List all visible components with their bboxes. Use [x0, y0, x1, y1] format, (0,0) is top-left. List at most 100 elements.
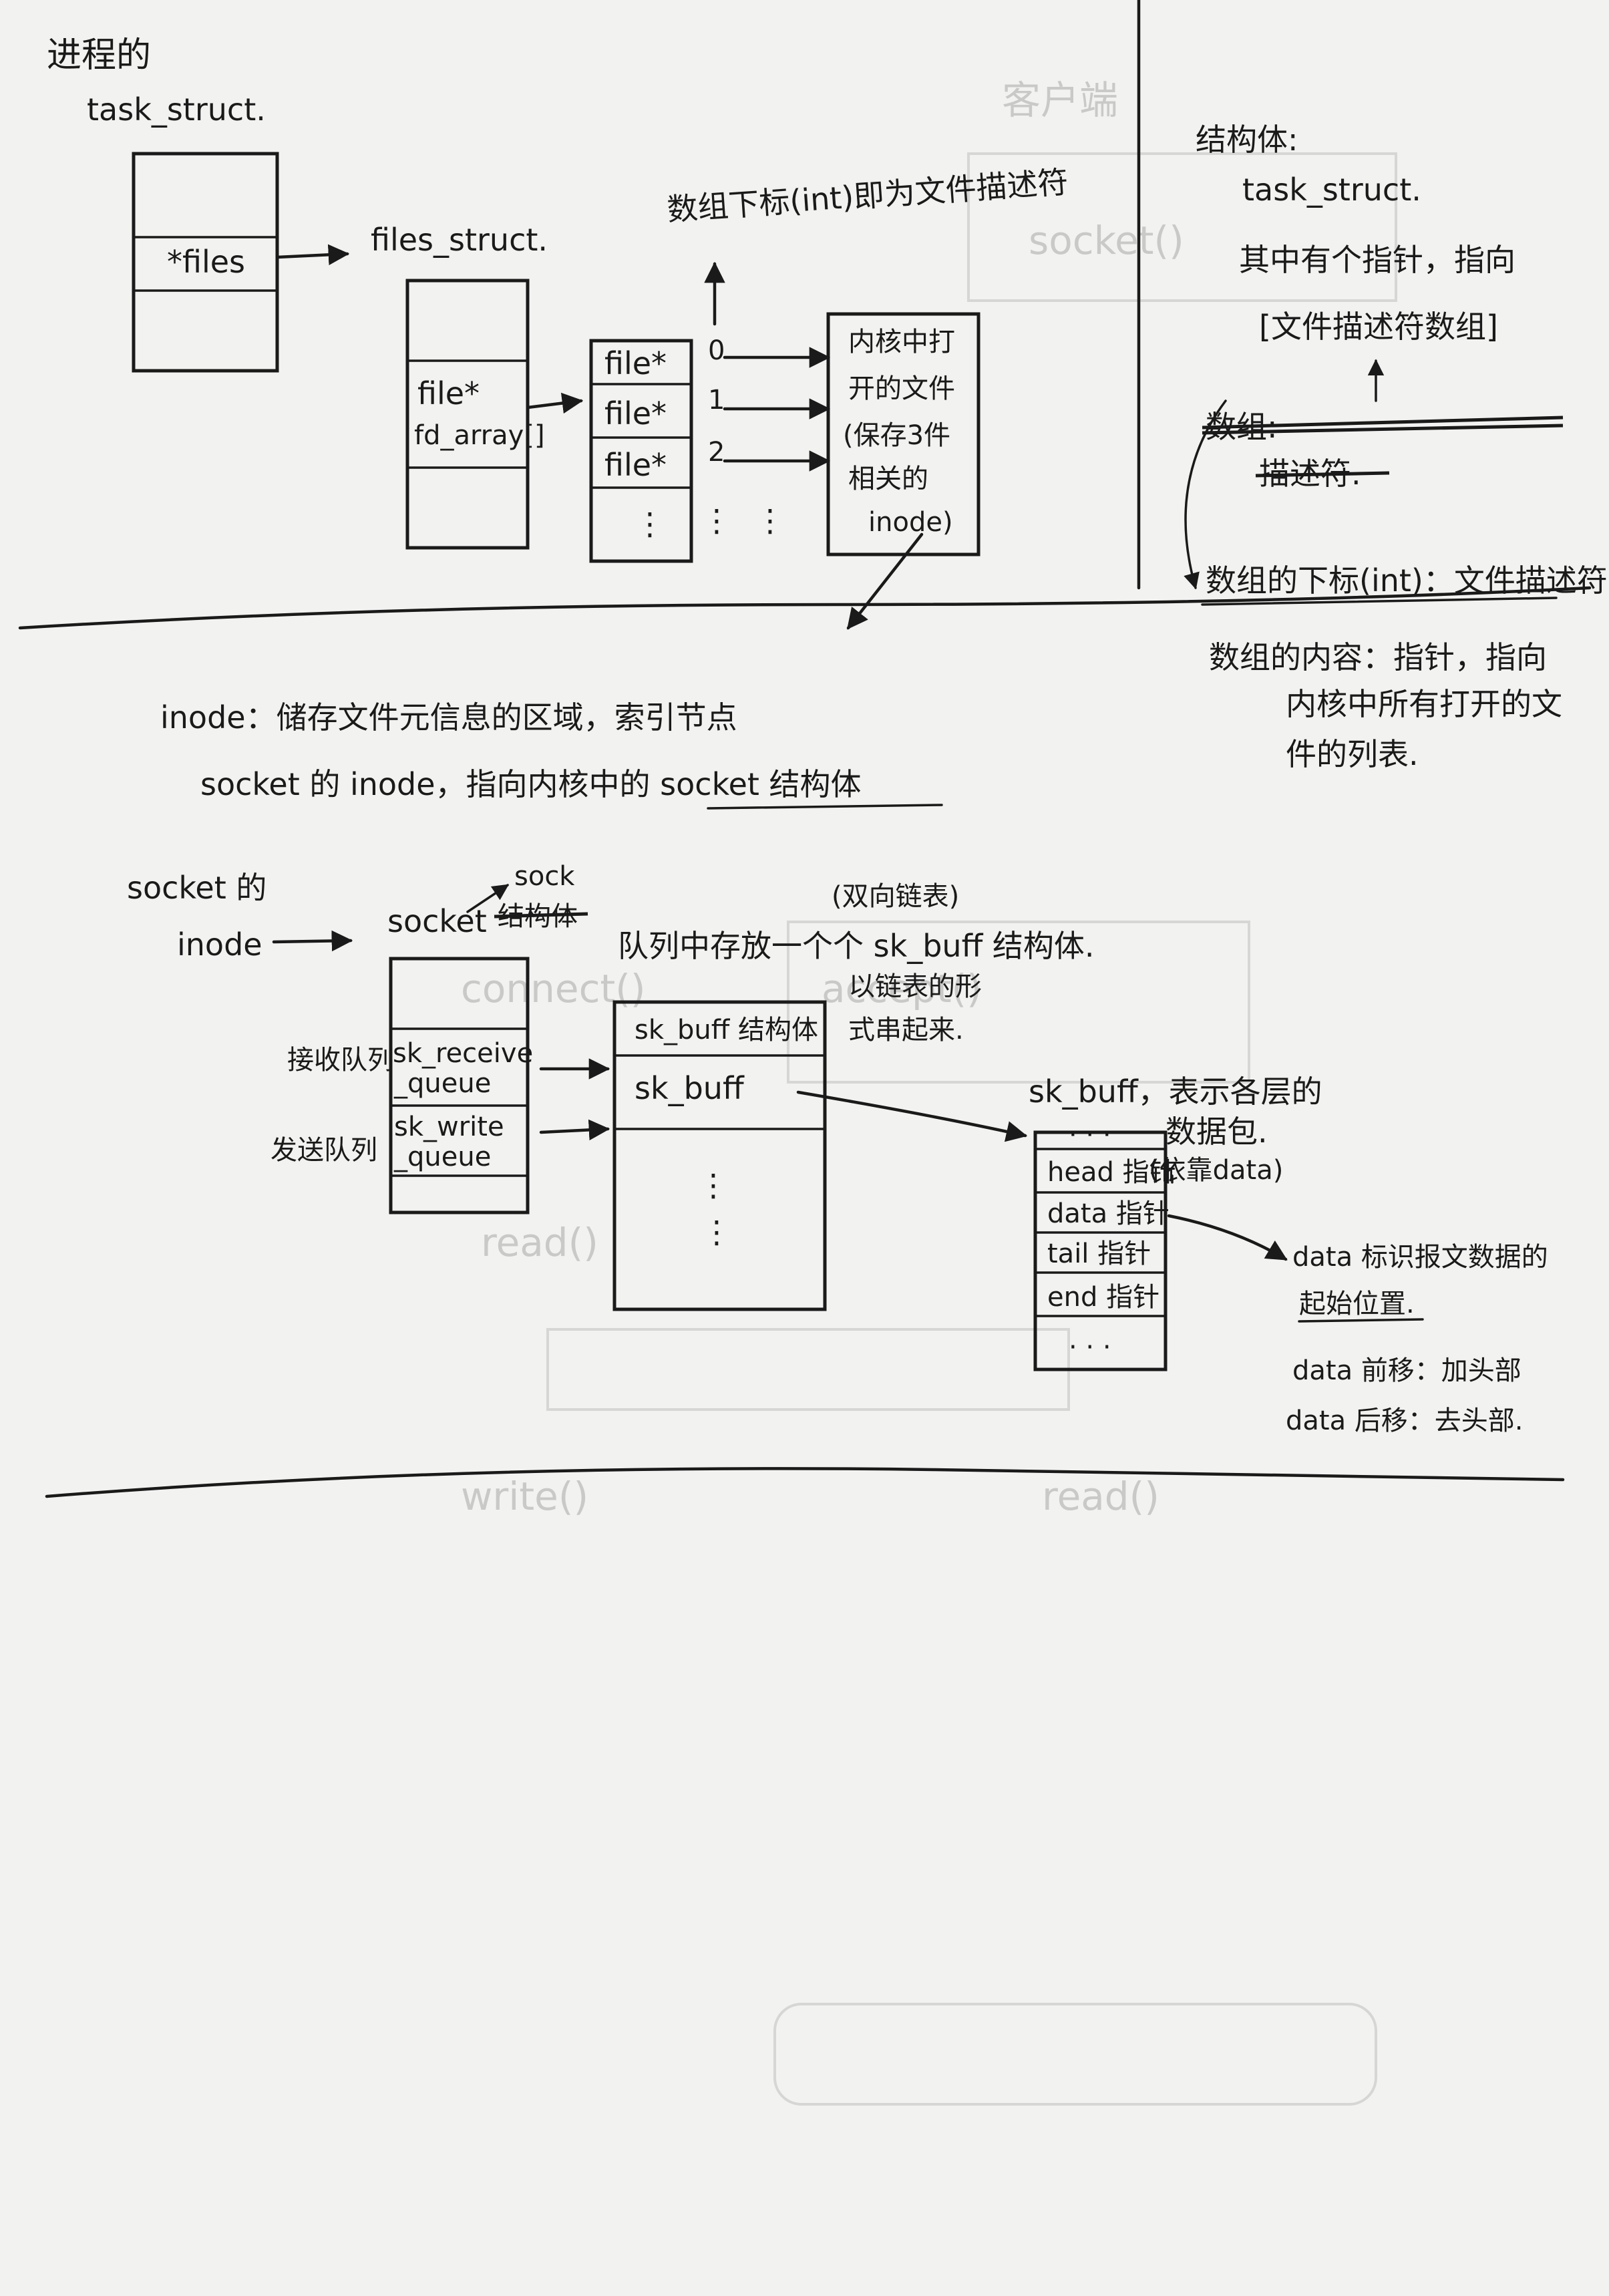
fd-cell-2: file*	[604, 447, 667, 483]
socket-inode-label-2: inode	[177, 927, 262, 963]
divider-top	[18, 586, 1592, 630]
data-note-1: data 标识报文数据的	[1292, 1242, 1548, 1273]
fd-arrow-dots: ⋮	[755, 502, 785, 538]
files-field: *files	[167, 244, 245, 280]
inode-note-1: inode：储存文件元信息的区域，索引节点	[160, 699, 737, 735]
process-title: 进程的	[47, 35, 151, 75]
skbuff-arrow	[796, 1090, 1028, 1142]
fd-index-1: 1	[708, 385, 725, 416]
underline-5	[1201, 597, 1558, 606]
ghost-socket-call: socket()	[1029, 218, 1184, 263]
ghost-connect-call: connect()	[461, 966, 645, 1011]
sock-arrow	[466, 884, 510, 913]
files-struct-section: files_struct. file* fd_array[]	[371, 222, 584, 550]
skbuff-bottom-dots: · · ·	[1069, 1332, 1111, 1363]
send-queue-arrow	[539, 1119, 610, 1141]
socket-field-1b: _queue	[393, 1068, 491, 1099]
right-note-1: 结构体:	[1196, 122, 1298, 158]
skbuff-box	[1033, 1130, 1168, 1371]
ghost-read-call: read()	[481, 1220, 598, 1265]
queue-cell-1: sk_buff 结构体	[635, 1015, 818, 1045]
ghost-accept-call: accept()	[822, 966, 982, 1011]
data-note-3: data 前移：加头部	[1292, 1355, 1522, 1386]
skbuff-field-data: data 指针	[1047, 1198, 1170, 1229]
fd-index-2: 2	[708, 437, 725, 468]
files-struct-box	[405, 279, 530, 550]
socket-inode-arrow	[272, 930, 353, 952]
queue-note-1: 以链表的形	[848, 971, 982, 1002]
skbuff-title-2: 数据包.	[1166, 1114, 1268, 1150]
skbuff-top-dots: · · ·	[1069, 1120, 1111, 1150]
fd-cell-dots: ⋮	[635, 506, 665, 542]
right-note-5: 数组的下标(int)：文件描述符	[1206, 562, 1608, 599]
queue-box	[612, 1000, 827, 1311]
queue-dots-2: ⋮	[701, 1214, 732, 1250]
queue-note-2: 式串起来.	[848, 1015, 964, 1045]
ghost-read-call-2: read()	[1042, 1474, 1159, 1519]
queue-section: (双向链表) 队列中存放一个个 sk_buff 结构体. 以链表的形 式串起来.…	[612, 881, 1095, 1311]
kernel-file-line-5: inode)	[868, 507, 953, 538]
inode-note-2: socket 的 inode，指向内核中的 socket 结构体	[200, 766, 862, 802]
socket-field-1a: sk_receive	[393, 1038, 533, 1069]
data-note-underline	[1298, 1318, 1424, 1323]
files-struct-field-2: fd_array[]	[414, 420, 545, 451]
skbuff-field-end: end 指针	[1047, 1282, 1159, 1313]
right-note-3: 其中有个指针，指向	[1239, 242, 1515, 278]
kernel-file-line-1: 内核中打	[848, 327, 955, 357]
task-struct-label: task_struct.	[87, 92, 266, 128]
kernel-file-line-2: 开的文件	[848, 373, 955, 404]
strike-line-1	[1202, 416, 1564, 430]
task-struct-box	[132, 152, 279, 373]
skbuff-field-head: head 指针	[1047, 1157, 1176, 1188]
files-struct-field-1: file*	[417, 375, 480, 412]
kernel-file-section: 内核中打 开的文件 (保存3件 相关的 inode)	[826, 312, 980, 630]
ghost-server-label: 客户端	[1002, 77, 1118, 123]
inode-notes: inode：储存文件元信息的区域，索引节点 socket 的 inode，指向内…	[160, 699, 943, 810]
strike-line-2	[1255, 471, 1390, 478]
inode-note-underline	[707, 804, 943, 810]
right-note-curve-arrow	[1184, 399, 1227, 590]
right-note-4: [文件描述符数组]	[1259, 309, 1498, 345]
fd-cell-1: file*	[604, 395, 667, 432]
ghost-write-call: write()	[461, 1474, 588, 1519]
socket-box	[389, 957, 530, 1214]
process-section: 进程的 task_struct. *files	[47, 35, 350, 373]
right-notes: 结构体: task_struct. 其中有个指针，指向 [文件描述符数组] 数组…	[1184, 122, 1608, 772]
skbuff-section: sk_buff，表示各层的 数据包. (依靠data) · · · head 指…	[1029, 1074, 1548, 1436]
inode-arrow	[846, 532, 924, 630]
files-arrow	[275, 244, 350, 266]
recv-queue-label: 接收队列	[287, 1045, 394, 1076]
ghost-box-4	[546, 1328, 1070, 1411]
queue-cell-2: sk_buff	[635, 1070, 745, 1106]
fd-index-dots: ⋮	[701, 502, 732, 538]
sock-label: sock	[514, 861, 575, 892]
kernel-file-line-4: 相关的	[848, 464, 928, 494]
data-note-2: 起始位置.	[1299, 1289, 1415, 1319]
fd-array-arrow	[526, 392, 584, 414]
queue-title: 队列中存放一个个 sk_buff 结构体.	[618, 928, 1095, 964]
skbuff-title: sk_buff，表示各层的	[1029, 1074, 1322, 1110]
fd-array-section: file* file* file* ⋮ 0 1 2 ⋮ ⋮ 数组下标(int)即…	[589, 164, 1069, 563]
divider-bottom	[45, 1467, 1565, 1498]
skbuff-field-tail: tail 指针	[1047, 1239, 1151, 1269]
index-note: 数组下标(int)即为文件描述符	[666, 164, 1069, 228]
data-note-arrow	[1167, 1214, 1288, 1261]
queue-note-top: (双向链表)	[832, 881, 959, 912]
ghost-box-3	[773, 2003, 1377, 2106]
right-note-7: 内核中所有打开的文	[1286, 686, 1562, 722]
socket-section: socket 的 inode socket sock 结构体 sk_receiv…	[127, 861, 610, 1214]
send-queue-label: 发送队列	[271, 1135, 377, 1166]
fd-cell-0: file*	[604, 345, 667, 381]
fd-array-box	[589, 339, 693, 563]
socket-field-2b: _queue	[393, 1142, 491, 1172]
files-struct-title: files_struct.	[371, 222, 548, 258]
sock-strike	[494, 912, 588, 919]
kernel-file-line-3: (保存3件	[843, 420, 950, 451]
ghost-box-1	[967, 152, 1397, 302]
socket-field-2a: sk_write	[394, 1112, 504, 1142]
queue-dots-1: ⋮	[698, 1167, 729, 1203]
socket-inode-label-1: socket 的	[127, 870, 266, 906]
strike-line-1b	[1202, 424, 1564, 435]
fd-index-0: 0	[708, 335, 725, 366]
